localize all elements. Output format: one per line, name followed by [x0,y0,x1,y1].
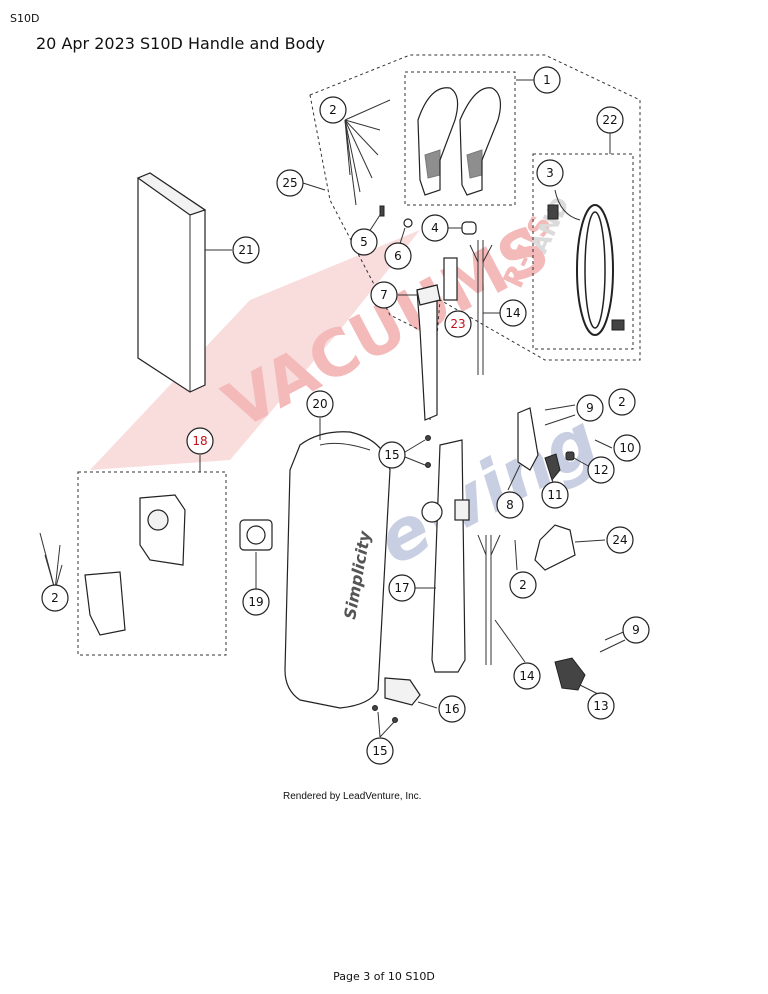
callout-20: 20 [306,390,334,418]
svg-text:12: 12 [593,463,608,477]
group-25-outline [309,54,641,421]
part-13-lower-hook [554,657,586,691]
svg-text:3: 3 [546,166,554,180]
callout-8: 8 [496,491,524,519]
callout-10: 10 [613,434,641,462]
part-3-power-cord [547,189,625,336]
svg-text:4: 4 [431,221,439,235]
part-6-washer [403,218,413,228]
svg-text:8: 8 [506,498,514,512]
part-14-wire-harness-top [469,240,493,375]
part-11-switch-lever [544,453,561,482]
callout-9: 9 [576,394,604,422]
callout-1: 1 [533,66,561,94]
svg-text:2: 2 [618,395,626,409]
svg-text:21: 21 [238,243,253,257]
part-20-body-bag: Simplicity [284,431,391,709]
part-24-cord-hook [534,524,576,571]
callout-22: 22 [596,106,624,134]
page-footer: Page 3 of 10 S10D [333,970,435,983]
svg-text:25: 25 [282,176,297,190]
svg-text:18: 18 [192,434,207,448]
part-2-screws-left [39,532,63,591]
svg-text:2: 2 [519,578,527,592]
part-19-gasket-hole [246,525,266,545]
svg-text:5: 5 [360,235,368,249]
svg-text:20: 20 [312,397,327,411]
callout-18: 18 [186,427,214,455]
part-1-handle-grips [417,87,502,196]
part-21-panel [136,172,207,393]
callout-5: 5 [350,228,378,256]
callout-11: 11 [541,481,569,509]
svg-text:19: 19 [248,595,263,609]
part-7-handle-tube [416,284,441,421]
model-code: S10D [10,12,40,25]
callout-12: 12 [587,456,615,484]
svg-text:11: 11 [547,488,562,502]
svg-text:6: 6 [394,249,402,263]
group-22-outline [532,153,634,350]
part-8-switch-cover [517,407,539,471]
callout-2: 2 [319,96,347,124]
callout-19: 19 [242,588,270,616]
callout-4: 4 [421,214,449,242]
svg-text:22: 22 [602,113,617,127]
svg-text:14: 14 [519,669,534,683]
svg-text:2: 2 [51,591,59,605]
callout-17: 17 [388,574,416,602]
part-17-main-column [421,439,470,673]
render-credit: Rendered by LeadVenture, Inc. [283,791,422,802]
callout-2: 2 [608,388,636,416]
callout-7: 7 [370,281,398,309]
part-12-switch-knob [565,451,575,461]
svg-text:15: 15 [384,448,399,462]
group-18-outline [77,471,227,656]
part-14-wire-harness-lower [477,534,501,665]
svg-text:10: 10 [619,441,634,455]
svg-text:23: 23 [450,317,465,331]
svg-text:9: 9 [586,401,594,415]
svg-text:1: 1 [543,73,551,87]
svg-text:24: 24 [612,533,627,547]
part-2-screws-top [344,99,391,206]
callout-25: 25 [276,169,304,197]
callout-2: 2 [41,584,69,612]
callout-23: 23 [444,310,472,338]
callout-24: 24 [606,526,634,554]
group-1-outline [404,71,516,206]
part-18-switch-housing [84,494,186,636]
svg-text:17: 17 [394,581,409,595]
part-5-screw [379,205,385,217]
callout-3: 3 [536,159,564,187]
callout-14: 14 [499,299,527,327]
part-23-label [443,257,458,301]
callout-9: 9 [622,616,650,644]
part-15-fasteners [372,435,431,723]
svg-text:16: 16 [444,702,459,716]
svg-text:9: 9 [632,623,640,637]
svg-text:13: 13 [593,699,608,713]
callout-2: 2 [509,571,537,599]
callout-16: 16 [438,695,466,723]
callout-15: 15 [378,441,406,469]
callout-6: 6 [384,242,412,270]
callout-21: 21 [232,236,260,264]
callout-14: 14 [513,662,541,690]
callout-leaders [199,79,613,738]
callout-15: 15 [366,737,394,765]
svg-text:7: 7 [380,288,388,302]
svg-text:2: 2 [329,103,337,117]
part-4-grommet [461,221,477,235]
part-16-bumper [384,677,421,706]
svg-text:15: 15 [372,744,387,758]
callout-13: 13 [587,692,615,720]
svg-text:14: 14 [505,306,520,320]
page-title: 20 Apr 2023 S10D Handle and Body [36,34,326,53]
